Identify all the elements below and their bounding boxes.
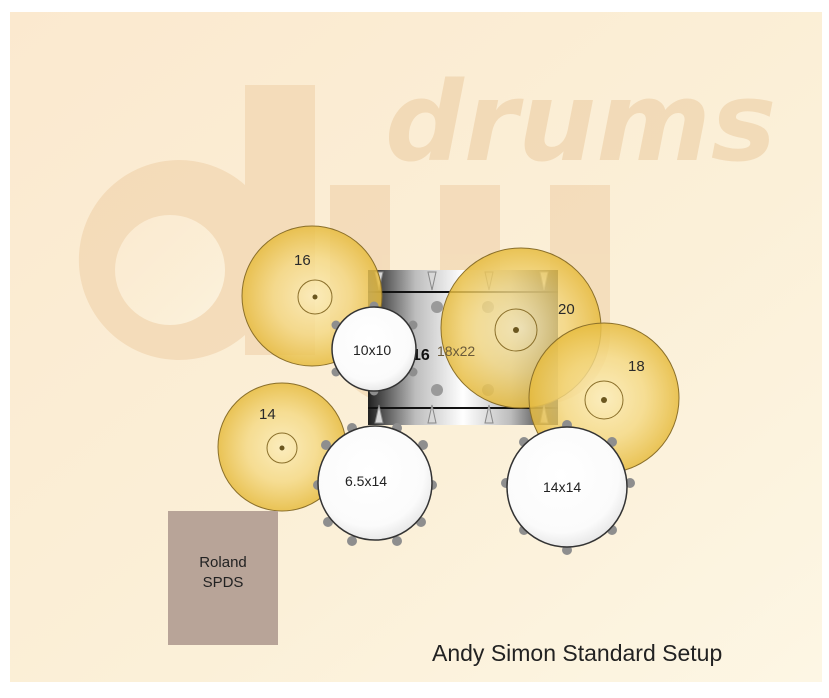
pad-label-line1: Roland <box>199 554 247 571</box>
cymbal-label: 16 <box>294 252 311 269</box>
roland-spds-pad <box>168 511 278 645</box>
logo-text: drums <box>385 58 776 186</box>
cymbal-label: 14 <box>259 406 276 423</box>
pad-label-line2: SPDS <box>202 574 244 591</box>
drum-label: 6.5x14 <box>345 473 387 489</box>
drum-snare-6-5x14: 6.5x14 <box>313 423 437 546</box>
drum-tom-10x10: 10x10 <box>331 301 418 396</box>
bass-drum-label: 18x22 <box>437 343 475 359</box>
cymbal-label: 20 <box>558 301 575 318</box>
cymbal-label: 18 <box>628 358 645 375</box>
pad-label: Roland SPDS <box>168 553 278 593</box>
drum-label: 14x14 <box>543 479 581 495</box>
drum-floor-14x14: 14x14 <box>501 420 635 555</box>
drum-label: 10x10 <box>353 342 391 358</box>
setup-caption: Andy Simon Standard Setup <box>432 640 723 666</box>
